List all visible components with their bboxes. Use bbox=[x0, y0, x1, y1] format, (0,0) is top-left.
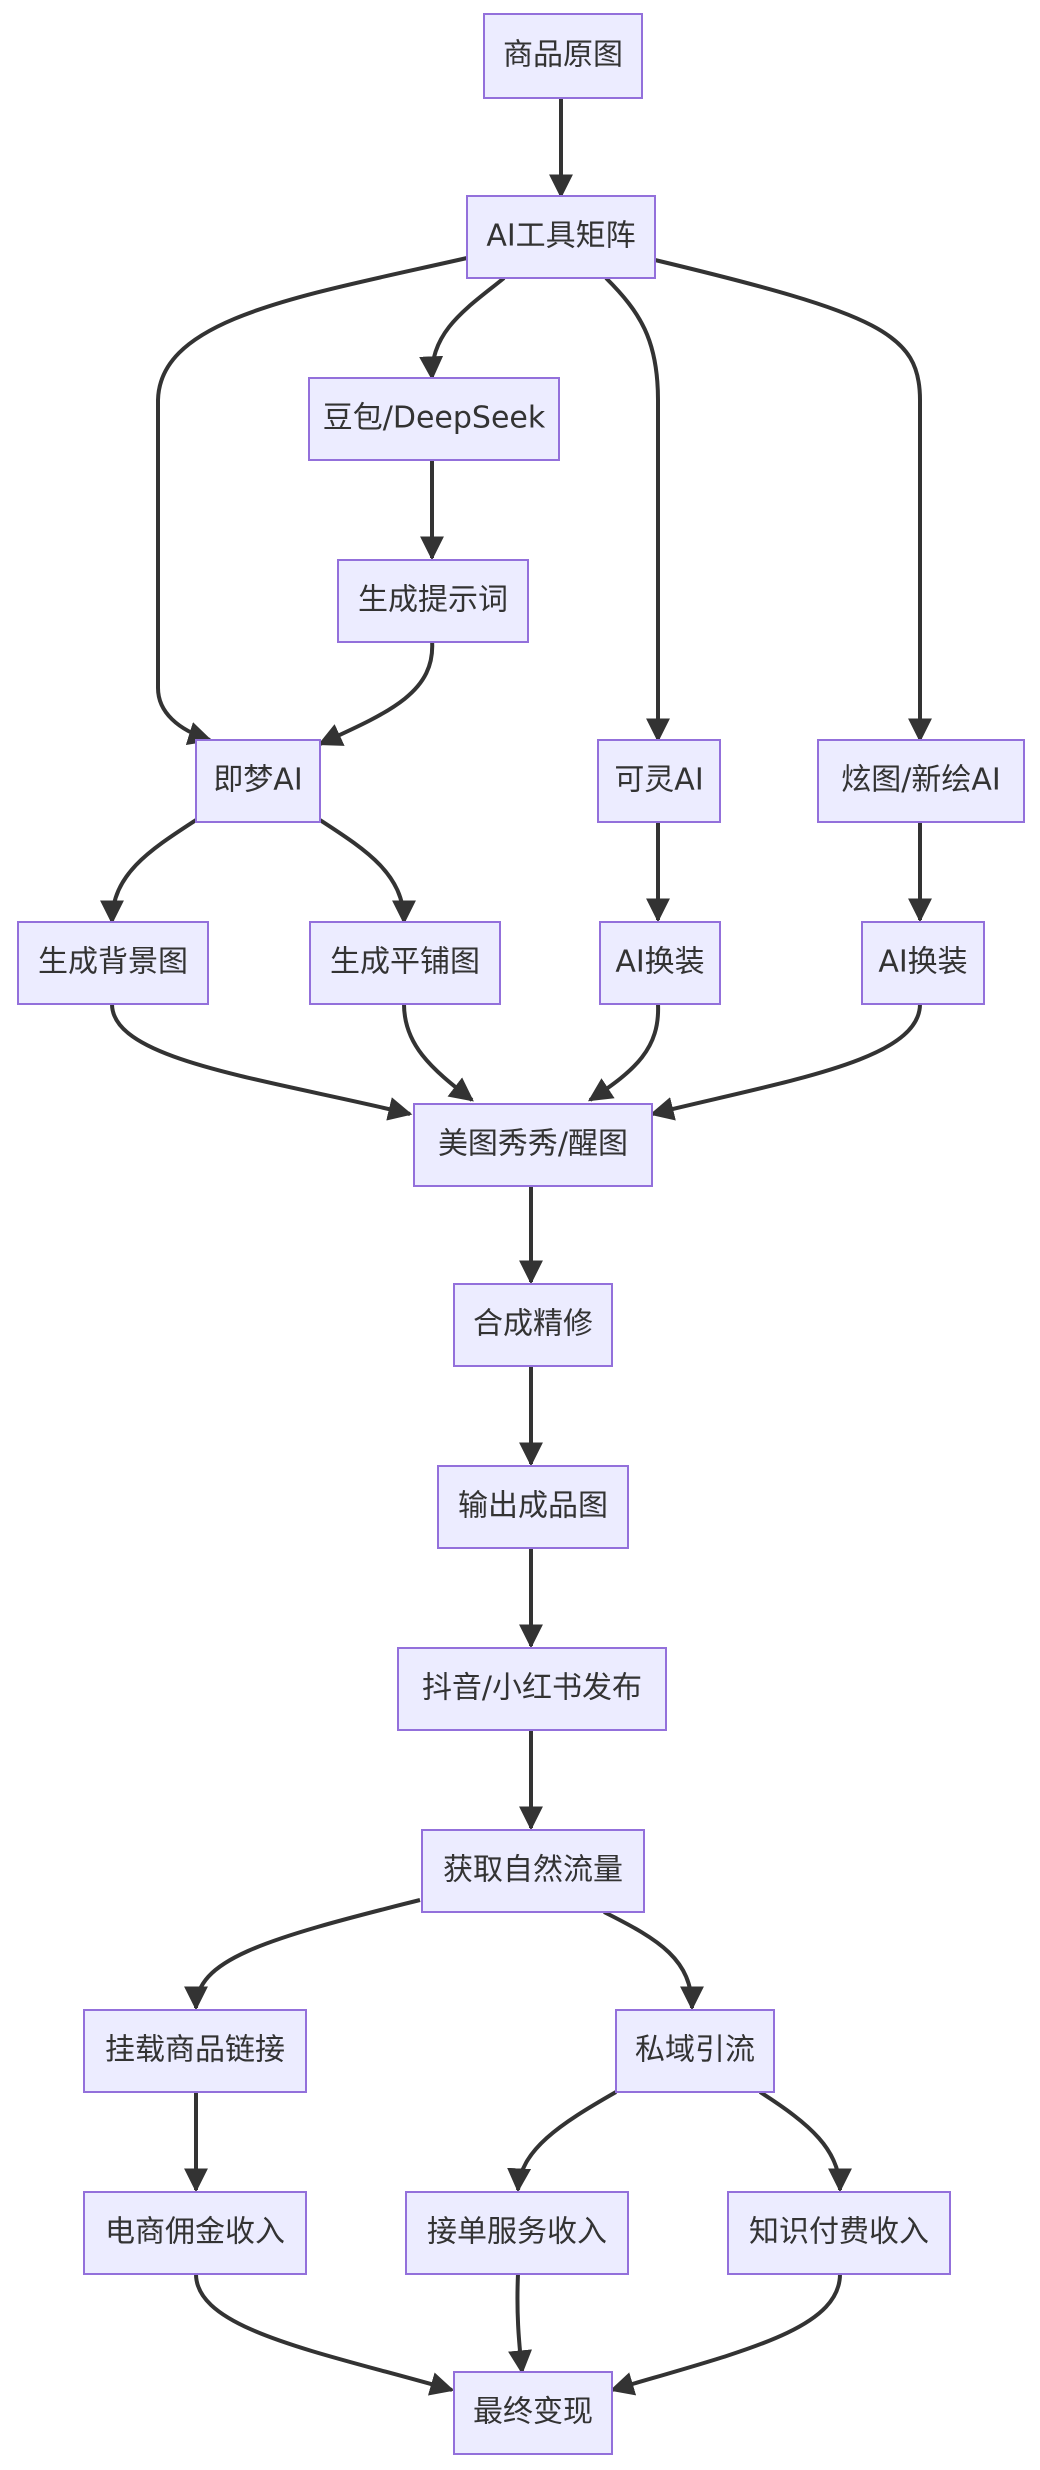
edge-tools-to-xuantu bbox=[654, 258, 932, 743]
node-meitu-xingtu: 美图秀秀/醒图 bbox=[413, 1103, 653, 1187]
edge-swap2-to-meitu bbox=[649, 1003, 922, 1121]
edge-prompt-to-jimeng bbox=[317, 639, 435, 746]
node-doubao-deepseek: 豆包/DeepSeek bbox=[308, 377, 560, 461]
node-composite-retouch-label: 合成精修 bbox=[473, 1307, 593, 1342]
node-ai-tools-label: AI工具矩阵 bbox=[486, 219, 635, 254]
edge-traffic-to-link bbox=[184, 1898, 421, 2011]
edge-flatlay-to-meitu bbox=[402, 1003, 474, 1102]
edges bbox=[100, 98, 932, 2396]
node-publish-label: 抖音/小红书发布 bbox=[422, 1671, 642, 1706]
edge-traffic-to-private bbox=[603, 1910, 704, 2011]
node-publish: 抖音/小红书发布 bbox=[397, 1647, 667, 1731]
edge-swap1-to-meitu bbox=[587, 1003, 661, 1102]
node-product-link: 挂载商品链接 bbox=[83, 2009, 307, 2093]
node-output-final: 输出成品图 bbox=[437, 1465, 629, 1549]
edge-tools-to-keling bbox=[604, 276, 670, 743]
node-order-income: 接单服务收入 bbox=[405, 2191, 629, 2275]
edge-knowledge-to-final bbox=[609, 2273, 842, 2396]
node-organic-traffic-label: 获取自然流量 bbox=[443, 1853, 623, 1888]
edge-private-to-order bbox=[507, 2090, 617, 2193]
node-gen-background-label: 生成背景图 bbox=[38, 945, 188, 980]
nodes: 商品原图 AI工具矩阵 豆包/DeepSeek 生成提示词 即梦AI 可灵AI … bbox=[17, 13, 1025, 2455]
node-order-income-label: 接单服务收入 bbox=[427, 2215, 607, 2250]
node-final-monetize: 最终变现 bbox=[453, 2371, 613, 2455]
node-product-photo: 商品原图 bbox=[483, 13, 643, 99]
node-composite-retouch: 合成精修 bbox=[453, 1283, 613, 1367]
node-private-traffic-label: 私域引流 bbox=[635, 2033, 755, 2068]
node-prompt-gen-label: 生成提示词 bbox=[358, 583, 508, 618]
node-prompt-gen: 生成提示词 bbox=[337, 559, 529, 643]
edge-jimeng-to-background bbox=[100, 818, 198, 925]
node-gen-flatlay-label: 生成平铺图 bbox=[330, 945, 480, 980]
edge-background-to-meitu bbox=[110, 1003, 413, 1121]
node-gen-background: 生成背景图 bbox=[17, 921, 209, 1005]
edge-jimeng-to-flatlay bbox=[318, 818, 416, 925]
edge-tools-to-doubao bbox=[419, 276, 506, 381]
edge-tools-to-jimeng bbox=[156, 256, 468, 746]
node-ai-swap-1-label: AI换装 bbox=[615, 945, 704, 980]
node-product-link-label: 挂载商品链接 bbox=[105, 2033, 285, 2068]
node-ai-swap-2: AI换装 bbox=[861, 921, 985, 1005]
node-final-monetize-label: 最终变现 bbox=[473, 2395, 593, 2430]
node-keling-ai-label: 可灵AI bbox=[614, 763, 703, 798]
node-jimeng-ai: 即梦AI bbox=[195, 739, 321, 823]
node-output-final-label: 输出成品图 bbox=[458, 1489, 608, 1524]
node-jimeng-ai-label: 即梦AI bbox=[213, 763, 302, 798]
node-ai-swap-2-label: AI换装 bbox=[878, 945, 967, 980]
edge-private-to-knowledge bbox=[758, 2090, 852, 2193]
node-knowledge-income-label: 知识付费收入 bbox=[749, 2215, 929, 2250]
node-ecommerce-income: 电商佣金收入 bbox=[83, 2191, 307, 2275]
edge-order-to-final bbox=[508, 2273, 532, 2375]
node-knowledge-income: 知识付费收入 bbox=[727, 2191, 951, 2275]
node-private-traffic: 私域引流 bbox=[615, 2009, 775, 2093]
node-xuantu-xinhui-label: 炫图/新绘AI bbox=[841, 763, 1000, 798]
edge-ecommerce-to-final bbox=[194, 2273, 455, 2396]
node-meitu-xingtu-label: 美图秀秀/醒图 bbox=[438, 1127, 628, 1162]
node-organic-traffic: 获取自然流量 bbox=[421, 1829, 645, 1913]
node-doubao-deepseek-label: 豆包/DeepSeek bbox=[323, 401, 546, 436]
node-ecommerce-income-label: 电商佣金收入 bbox=[105, 2215, 285, 2250]
node-ai-tools: AI工具矩阵 bbox=[466, 195, 656, 279]
node-gen-flatlay: 生成平铺图 bbox=[309, 921, 501, 1005]
node-xuantu-xinhui: 炫图/新绘AI bbox=[817, 739, 1025, 823]
node-ai-swap-1: AI换装 bbox=[599, 921, 721, 1005]
node-keling-ai: 可灵AI bbox=[597, 739, 721, 823]
node-product-photo-label: 商品原图 bbox=[503, 38, 623, 73]
